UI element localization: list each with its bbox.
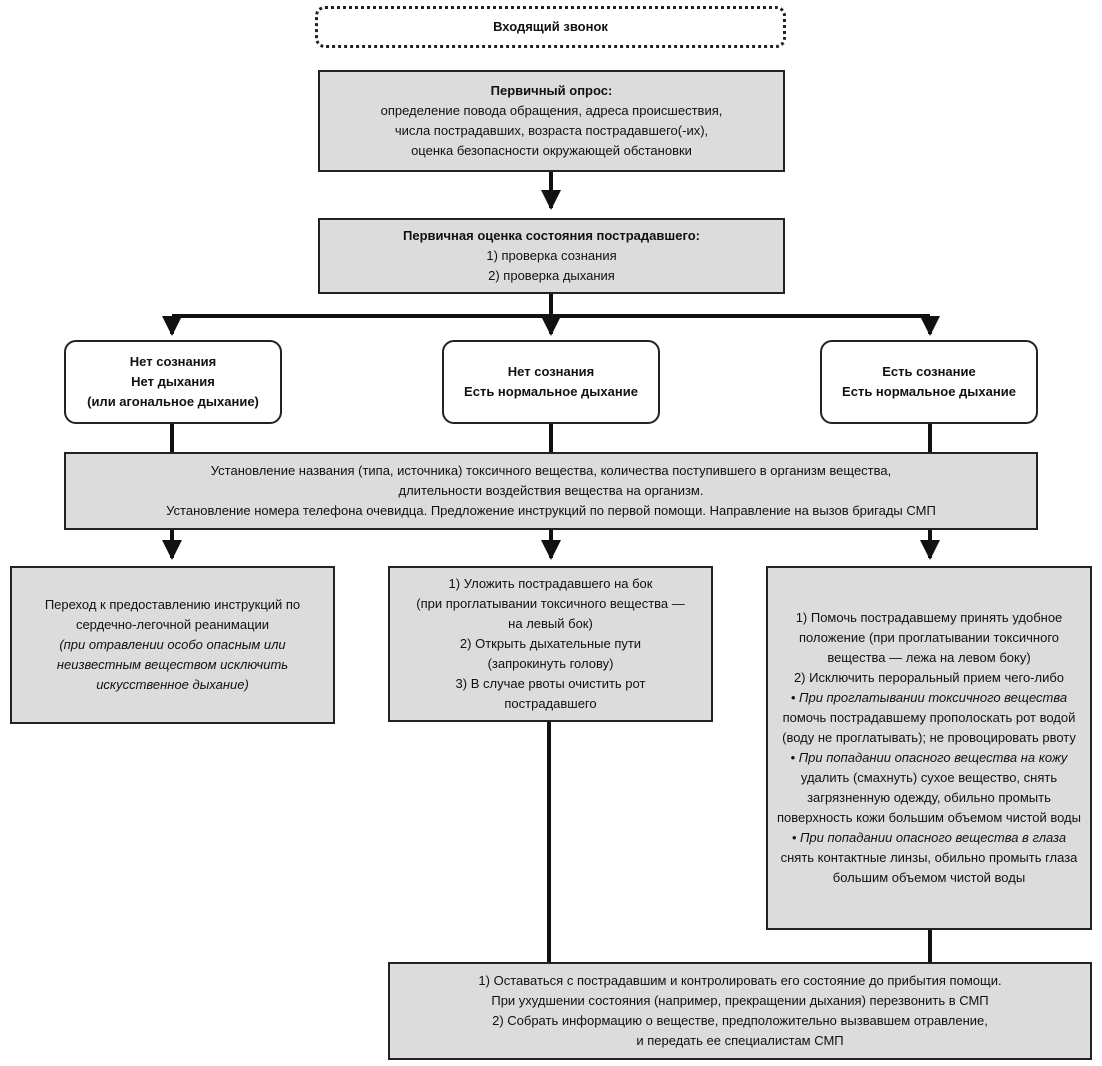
recovery-line: 2) Открыть дыхательные пути: [459, 636, 642, 651]
final-line: и передать ее специалистам СМП: [636, 1033, 844, 1048]
skin-bullet-text: удалить (смахнуть) сухое вещество, снять…: [777, 770, 1081, 825]
recovery-line: (при проглатывании токсичного вещества —: [416, 596, 685, 611]
skin-bullet-lead: • При попадании опасного вещества на кож…: [790, 750, 1068, 765]
recovery-position-box: 1) Уложить пострадавшего на бок (при про…: [388, 566, 713, 722]
conscious-step-1: 1) Помочь пострадавшему принять удобное …: [795, 610, 1063, 665]
primary-survey-line: определение повода обращения, адреса про…: [380, 103, 723, 118]
identification-line: Установление номера телефона очевидца. П…: [166, 503, 936, 518]
primary-assessment-box: Первичная оценка состояния пострадавшего…: [318, 218, 785, 294]
cpr-instructions-box: Переход к предоставлению инструкций по с…: [10, 566, 335, 724]
state-box-consciousness-normal-breathing: Есть сознание Есть нормальное дыхание: [820, 340, 1038, 424]
incoming-call-box: Входящий звонок: [315, 6, 786, 48]
eyes-bullet-lead: • При попадании опасного вещества в глаз…: [791, 830, 1067, 845]
ingestion-bullet-lead: • При проглатывании токсичного вещества: [790, 690, 1068, 705]
eyes-bullet: • При попадании опасного вещества в глаз…: [776, 828, 1082, 888]
primary-assessment-line: 2) проверка дыхания: [488, 268, 615, 283]
primary-survey-line: оценка безопасности окружающей обстановк…: [411, 143, 692, 158]
primary-survey-box: Первичный опрос: определение повода обра…: [318, 70, 785, 172]
ingestion-bullet: • При проглатывании токсичного вещества …: [776, 688, 1082, 748]
recovery-line: на левый бок): [508, 616, 593, 631]
state-line: Есть сознание: [882, 364, 976, 379]
final-line: 1) Оставаться с пострадавшим и контролир…: [478, 973, 1002, 988]
cpr-instructions-text: Переход к предоставлению инструкций по с…: [44, 597, 301, 632]
recovery-line: (запрокинуть голову): [487, 656, 614, 671]
identification-line: Установление названия (типа, источника) …: [210, 463, 892, 478]
final-instructions-box: 1) Оставаться с пострадавшим и контролир…: [388, 962, 1092, 1060]
primary-assessment-title: Первичная оценка состояния пострадавшего…: [403, 228, 700, 243]
skin-bullet: • При попадании опасного вещества на кож…: [776, 748, 1082, 828]
conscious-step-2: 2) Исключить пероральный прием чего-либо: [793, 670, 1065, 685]
recovery-line: пострадавшего: [504, 696, 597, 711]
eyes-bullet-text: снять контактные линзы, обильно промыть …: [780, 850, 1078, 885]
state-line: (или агональное дыхание): [87, 394, 259, 409]
primary-assessment-line: 1) проверка сознания: [486, 248, 617, 263]
final-line: При ухудшении состояния (например, прекр…: [491, 993, 989, 1008]
ingestion-bullet-text: помочь пострадавшему прополоскать рот во…: [782, 710, 1076, 745]
identification-line: длительности воздействия вещества на орг…: [398, 483, 704, 498]
state-line: Есть нормальное дыхание: [464, 384, 638, 399]
cpr-instructions-note: (при отравлении особо опасным или неизве…: [56, 637, 289, 692]
recovery-line: 1) Уложить пострадавшего на бок: [448, 576, 653, 591]
identification-box: Установление названия (типа, источника) …: [64, 452, 1038, 530]
state-line: Нет сознания: [129, 354, 217, 369]
final-line: 2) Собрать информацию о веществе, предпо…: [492, 1013, 988, 1028]
state-line: Нет сознания: [507, 364, 595, 379]
state-line: Нет дыхания: [131, 374, 215, 389]
state-line: Есть нормальное дыхание: [842, 384, 1016, 399]
recovery-line: 3) В случае рвоты очистить рот: [455, 676, 646, 691]
state-box-no-consciousness-no-breathing: Нет сознания Нет дыхания (или агональное…: [64, 340, 282, 424]
state-box-no-consciousness-normal-breathing: Нет сознания Есть нормальное дыхание: [442, 340, 660, 424]
primary-survey-title: Первичный опрос:: [490, 83, 613, 98]
conscious-victim-instructions-box: 1) Помочь пострадавшему принять удобное …: [766, 566, 1092, 930]
primary-survey-line: числа пострадавших, возраста пострадавше…: [394, 123, 709, 138]
incoming-call-label: Входящий звонок: [493, 19, 608, 34]
